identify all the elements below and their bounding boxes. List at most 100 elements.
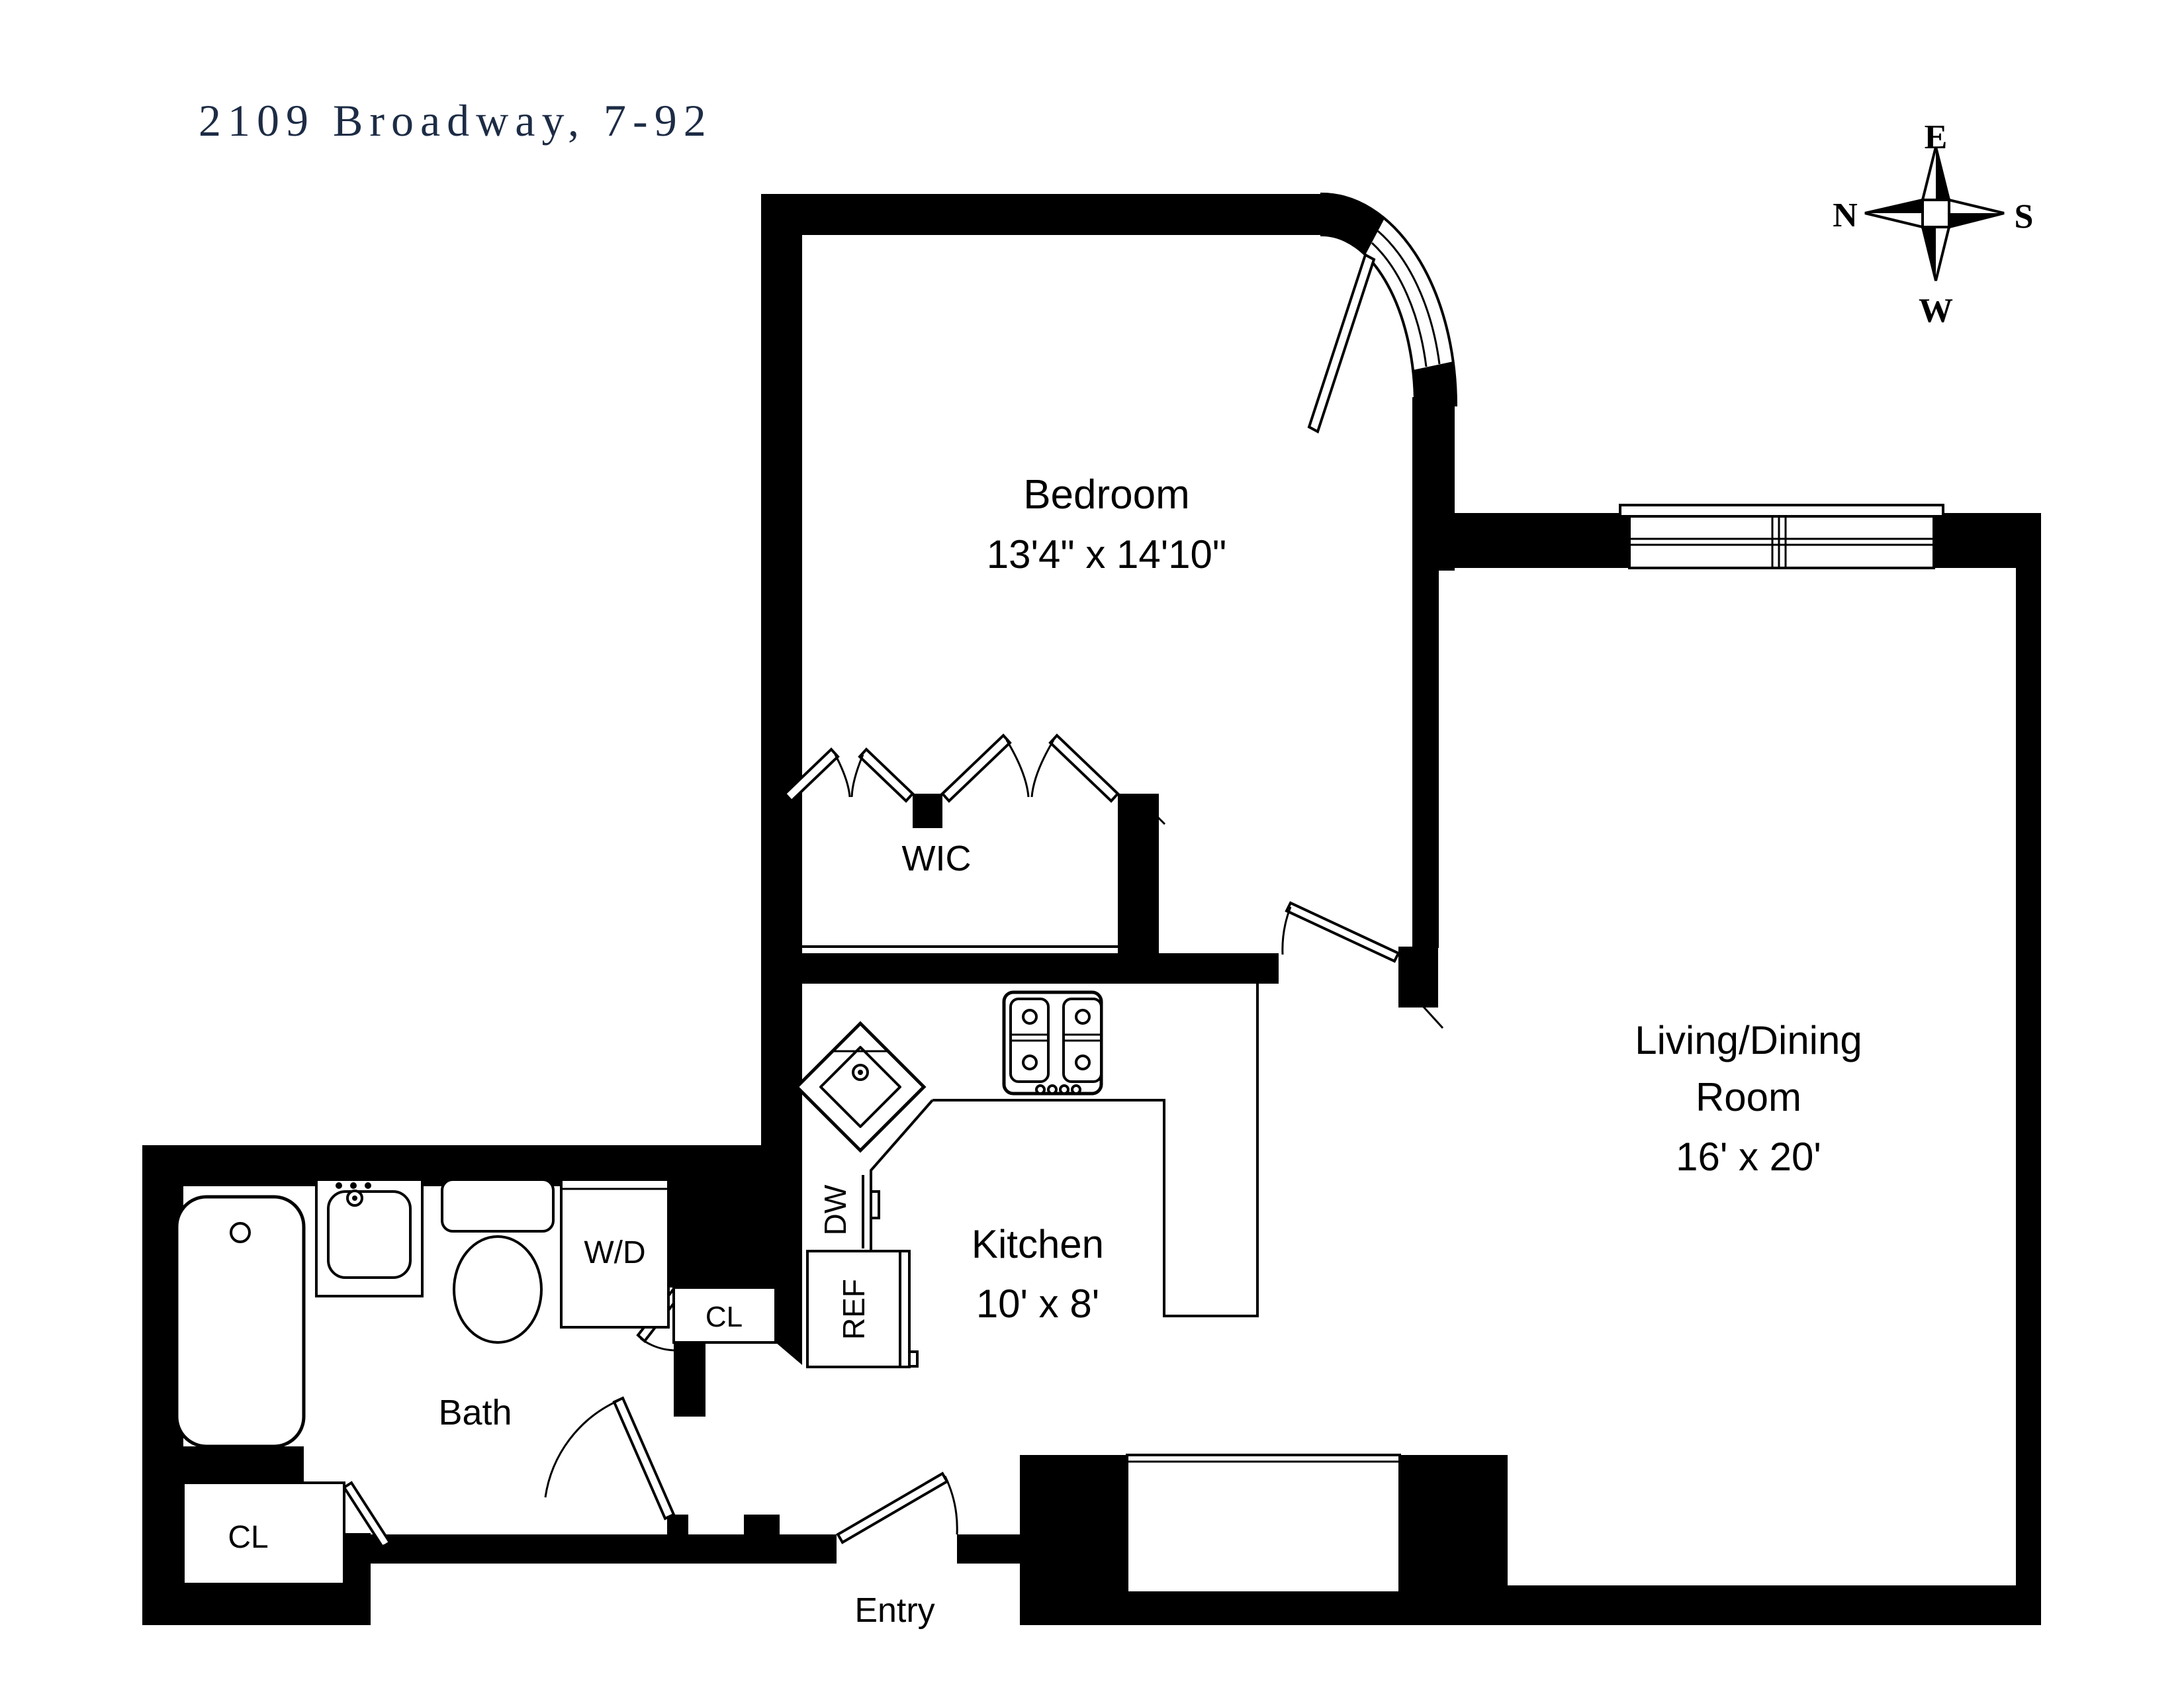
wic-door-stub-mid xyxy=(913,794,942,828)
compass-south-label: S xyxy=(2015,198,2034,236)
wic-label: WIC xyxy=(902,839,972,878)
wall-joint-tick xyxy=(1933,542,1955,567)
closet-door-arc xyxy=(834,754,851,798)
stove-knob xyxy=(1035,1084,1046,1095)
room-labels: Bedroom 13'4" x 14'10" WIC Living/Dining… xyxy=(228,472,1862,1630)
curved-bay-wall-start xyxy=(1322,193,1385,255)
curved-bay-wall-end xyxy=(1413,361,1457,405)
bath-closet-door xyxy=(342,1481,392,1558)
wall-living-right xyxy=(2016,513,2041,1625)
closet-door-leaf xyxy=(1048,733,1120,803)
living-window xyxy=(1619,504,1944,569)
refrigerator-label: REF xyxy=(837,1279,871,1340)
stove-burner xyxy=(1022,1009,1038,1025)
wall-kitchen-top xyxy=(761,953,1279,984)
niche-pier-right xyxy=(1400,1455,1508,1625)
kitchen-sink-basin xyxy=(819,1046,901,1128)
stove-knob xyxy=(1059,1084,1069,1095)
pier-tick xyxy=(1487,1458,1504,1477)
living-dims: 16' x 20' xyxy=(1676,1135,1821,1179)
niche-pier-left xyxy=(1020,1455,1127,1625)
washer-dryer-box xyxy=(560,1178,670,1329)
bath-door-stub xyxy=(674,1342,705,1417)
hall-closet-label: CL xyxy=(705,1301,743,1333)
wall-living-top-chunk-right xyxy=(1934,541,2016,568)
wall-wd-chunk xyxy=(668,1145,802,1288)
wall-bedroom-right-lower xyxy=(1412,569,1439,948)
bedroom-door-leaf xyxy=(1285,901,1400,963)
dishwasher-handle xyxy=(870,1190,880,1219)
bay-window-open-sash xyxy=(1307,253,1376,434)
closet-door-leaf xyxy=(783,747,840,803)
wall-living-top-chunk-left xyxy=(1453,541,1629,568)
kitchen-label: Kitchen xyxy=(972,1222,1104,1266)
stove-knob xyxy=(1071,1084,1081,1095)
wall-bath-closet-right xyxy=(344,1533,371,1625)
wall-joint-tick xyxy=(2016,517,2040,542)
closet-door-leaf xyxy=(858,747,915,803)
bedroom-door-jamb-block xyxy=(1398,947,1438,1008)
jamb-joint-tick xyxy=(1422,1005,1444,1029)
stove-burner xyxy=(1075,1009,1091,1025)
closet-door-arc xyxy=(1005,739,1030,798)
wall-entry-right xyxy=(957,1534,1020,1564)
stove-burner xyxy=(1022,1055,1038,1070)
bath-door-leaf xyxy=(612,1396,676,1521)
bay-window-glass-line xyxy=(1377,230,1441,365)
bathtub xyxy=(175,1195,306,1448)
kitchen-faucet-dot xyxy=(858,1070,863,1075)
bedroom-label: Bedroom xyxy=(1023,472,1190,518)
faucet-dot xyxy=(336,1182,342,1189)
kitchen-dims: 10' x 8' xyxy=(976,1282,1099,1326)
dishwasher-label: DW xyxy=(818,1184,852,1235)
niche-recess xyxy=(1126,1454,1401,1594)
hall-closet-right-block xyxy=(776,1288,802,1365)
wall-wic-right xyxy=(1118,794,1159,984)
stove-burner xyxy=(1075,1055,1091,1070)
refrigerator-door xyxy=(899,1250,911,1368)
wall-bath-closet-bottom xyxy=(142,1584,371,1625)
pier-tick xyxy=(1023,1458,1040,1477)
refrigerator-handle xyxy=(908,1350,919,1368)
wic-door-stub-left xyxy=(761,794,785,828)
bath-door-arc xyxy=(544,1399,619,1498)
toilet-bowl xyxy=(453,1235,543,1344)
living-label-line1: Living/Dining xyxy=(1635,1018,1862,1062)
wic-joint-tick xyxy=(1140,800,1166,825)
bath-sink-basin xyxy=(327,1190,412,1279)
washer-dryer-label: W/D xyxy=(584,1235,645,1270)
closet-door-arc xyxy=(346,1544,385,1558)
compass-west-label: W xyxy=(1919,292,1953,330)
page-title: 2109 Broadway, 7-92 xyxy=(199,95,713,146)
pier-tick xyxy=(1403,1458,1420,1477)
entry-jamb-stub-b xyxy=(744,1515,780,1534)
wic-closet-doors xyxy=(783,733,1120,803)
wall-joint-tick xyxy=(1608,542,1631,567)
closet-door-arc xyxy=(850,754,864,798)
bay-window-glass-line xyxy=(1371,242,1428,367)
bedroom-door-arc xyxy=(1281,906,1292,955)
bath-faucet-dot xyxy=(352,1196,357,1201)
bedroom-dims: 13'4" x 14'10" xyxy=(987,532,1226,577)
bath-closet-box xyxy=(182,1481,345,1585)
entry-jamb-stub-a xyxy=(667,1515,688,1534)
entry-door-leaf xyxy=(836,1472,949,1544)
stove-knob xyxy=(1047,1084,1058,1095)
entry-door-arc xyxy=(944,1476,958,1535)
bath-fixtures xyxy=(175,1178,777,1585)
living-bottom-niche xyxy=(1023,1454,1504,1594)
pier-tick xyxy=(1107,1458,1124,1477)
walls xyxy=(142,192,2041,1625)
toilet-tank xyxy=(441,1178,555,1233)
kitchen-counter-corner-edge xyxy=(870,1099,934,1251)
window-outer-sill xyxy=(1619,504,1944,518)
wall-bedroom-right-upper xyxy=(1412,397,1455,571)
entry-label: Entry xyxy=(854,1591,934,1630)
wall-entry-left xyxy=(371,1534,837,1564)
compass-east-label: E xyxy=(1925,118,1948,156)
bath-label: Bath xyxy=(438,1393,512,1432)
living-label-line2: Room xyxy=(1696,1075,1801,1119)
window-frame xyxy=(1628,515,1935,569)
compass-rose-icon: E N S W xyxy=(1833,118,2033,330)
